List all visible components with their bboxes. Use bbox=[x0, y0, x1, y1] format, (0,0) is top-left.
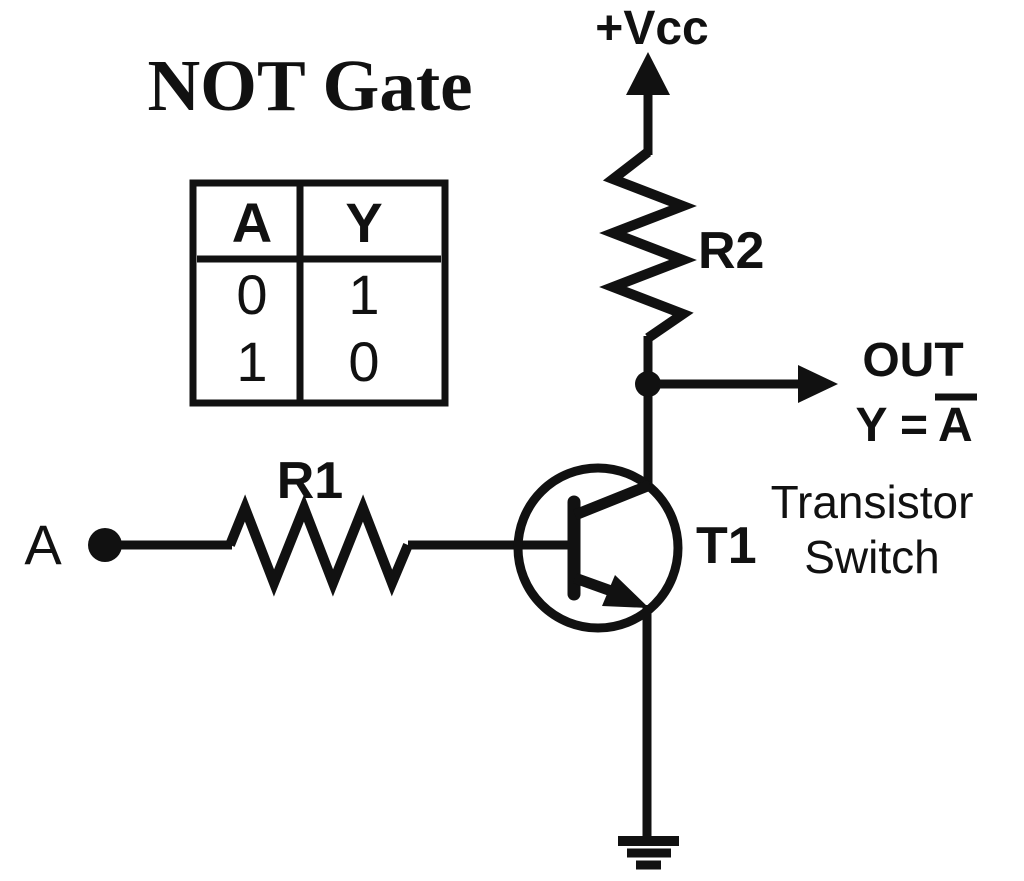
input-a-label: A bbox=[24, 513, 62, 576]
truth-table-header-y: Y bbox=[345, 191, 382, 254]
up-arrow-icon bbox=[626, 52, 670, 95]
output-equation-lhs: Y = bbox=[855, 399, 928, 452]
transistor-switch-caption: Transistor Switch bbox=[771, 476, 974, 583]
transistor-collector-lead bbox=[572, 479, 653, 521]
resistor-r1: R1 bbox=[225, 452, 572, 597]
truth-table-cell-r2c2: 0 bbox=[348, 330, 379, 393]
resistor-r1-label: R1 bbox=[277, 452, 343, 510]
resistor-r1-zigzag bbox=[225, 494, 413, 597]
input-terminal-dot bbox=[88, 528, 122, 562]
emitter-arrow-icon bbox=[602, 575, 649, 608]
truth-table-header-a: A bbox=[232, 191, 272, 254]
truth-table: A Y 0 1 1 0 bbox=[189, 179, 449, 407]
caption-line-1: Transistor bbox=[771, 476, 974, 528]
resistor-r2-label: R2 bbox=[698, 222, 764, 280]
page-title: NOT Gate bbox=[147, 45, 472, 126]
truth-table-cell-r1c1: 0 bbox=[236, 263, 267, 326]
truth-table-cell-r1c2: 1 bbox=[348, 263, 379, 326]
vcc-supply-rail: +Vcc bbox=[595, 2, 709, 155]
output-node: OUT Y = A bbox=[635, 334, 977, 452]
output-equation-rhs: A bbox=[938, 399, 973, 452]
vcc-label: +Vcc bbox=[595, 2, 708, 55]
output-label: OUT bbox=[862, 334, 963, 387]
resistor-r2: R2 bbox=[599, 148, 764, 343]
caption-line-2: Switch bbox=[804, 531, 939, 583]
resistor-r2-zigzag bbox=[599, 148, 697, 343]
transistor-designator: T1 bbox=[696, 517, 757, 575]
truth-table-cell-r2c1: 1 bbox=[236, 330, 267, 393]
transistor-t1: T1 bbox=[513, 463, 757, 633]
ground-icon bbox=[618, 836, 679, 870]
truth-table-border bbox=[189, 179, 449, 407]
transistor-body-circle bbox=[513, 463, 683, 633]
input-a: A bbox=[24, 513, 232, 576]
right-arrow-icon bbox=[798, 365, 838, 403]
